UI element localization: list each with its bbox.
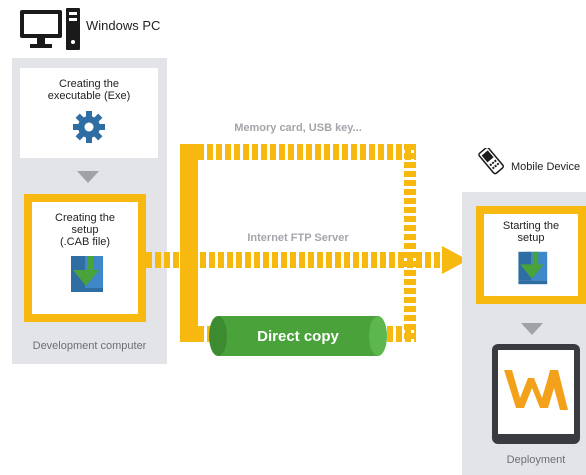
start-setup-card: Starting the setup bbox=[484, 214, 578, 296]
start-setup-line2: setup bbox=[517, 232, 545, 244]
windows-pc-label: Windows PC bbox=[86, 18, 161, 33]
route-middle-label: Internet FTP Server bbox=[247, 232, 349, 244]
direct-copy-label: Direct copy bbox=[257, 328, 339, 345]
install-download-icon bbox=[65, 252, 105, 296]
create-setup-card: Creating the setup (.CAB file) bbox=[32, 202, 138, 314]
create-exe-card: Creating the executable (Exe) bbox=[20, 68, 158, 158]
development-computer-caption: Development computer bbox=[32, 340, 147, 352]
route-loop-left bbox=[180, 144, 198, 342]
route-top-line bbox=[180, 144, 416, 160]
route-middle-line bbox=[146, 252, 446, 268]
create-exe-line2: executable (Exe) bbox=[47, 90, 131, 102]
create-setup-line3: (.CAB file) bbox=[59, 236, 111, 248]
create-exe-line1: Creating the bbox=[59, 78, 119, 90]
start-setup-line1: Starting the bbox=[502, 220, 560, 232]
arrow-to-device-icon bbox=[442, 246, 468, 279]
mobile-device-icon bbox=[476, 146, 506, 181]
create-setup-line2: setup bbox=[71, 224, 99, 236]
down-arrow-icon bbox=[521, 322, 543, 340]
mobile-device-label: Mobile Device bbox=[511, 161, 581, 173]
direct-copy-pipe bbox=[208, 314, 388, 358]
down-arrow-icon bbox=[77, 170, 99, 188]
route-top-label: Memory card, USB key... bbox=[234, 122, 362, 134]
create-setup-line1: Creating the bbox=[55, 212, 115, 224]
route-loop-right bbox=[404, 144, 416, 342]
deployment-caption: Deployment bbox=[506, 454, 566, 466]
pc-monitor-icon bbox=[20, 8, 82, 50]
windev-mobile-logo bbox=[492, 344, 580, 444]
gear-icon bbox=[72, 110, 106, 144]
install-download-icon bbox=[513, 248, 549, 288]
